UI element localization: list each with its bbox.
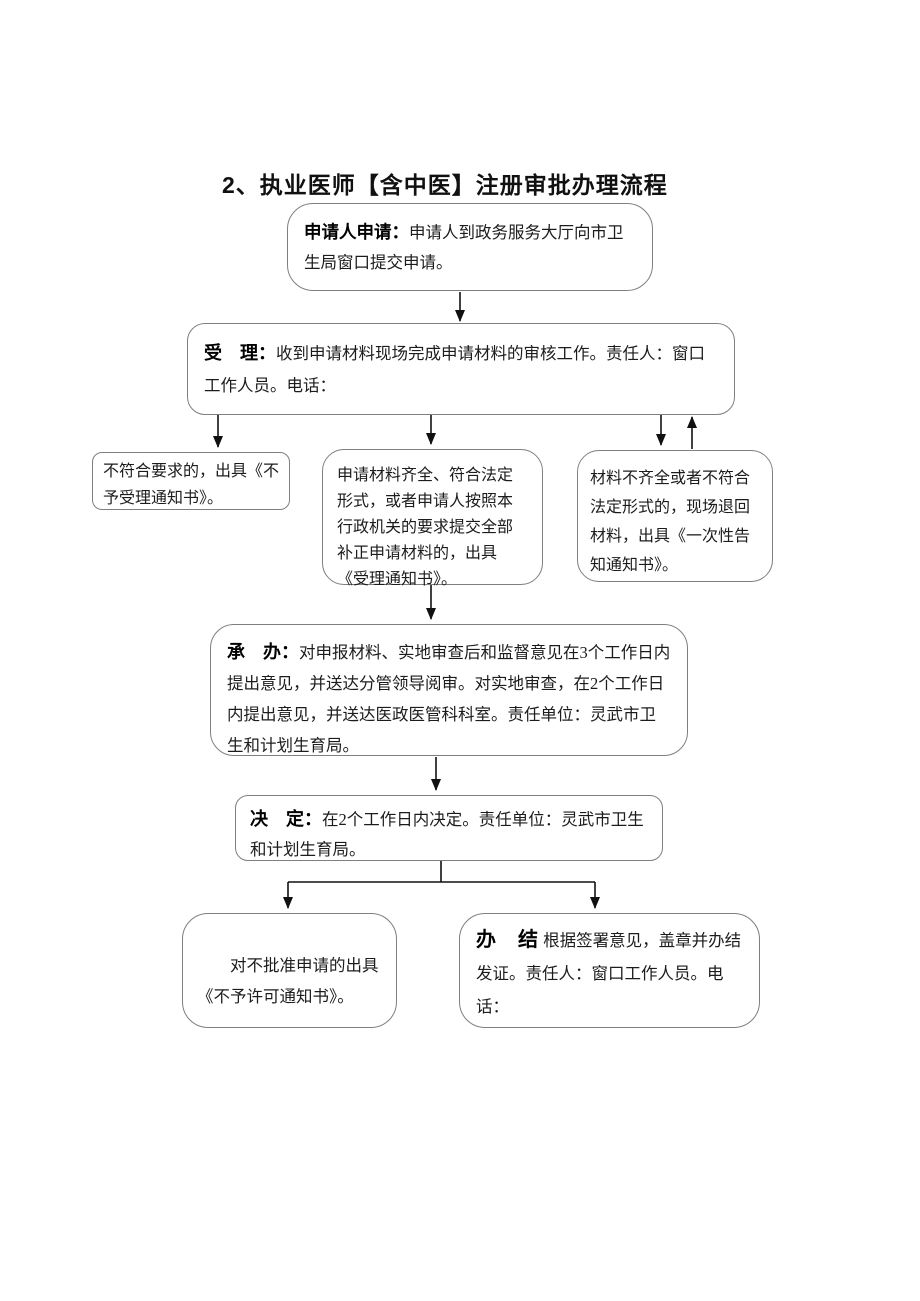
node-text: 申请材料齐全、符合法定形式，或者申请人按照本行政机关的要求提交全部补正申请材料的… [337,467,514,588]
flow-node-applicant-application: 申请人申请：申请人到政务服务大厅向市卫生局窗口提交申请。 [287,203,653,291]
node-text: 对申报材料、实地审查后和监督意见在3个工作日内提出意见，并送达分管领导阅审。对实… [227,643,671,755]
node-label: 申请人申请： [304,222,409,242]
node-text: 不符合要求的，出具《不予受理通知书》。 [103,463,280,507]
node-text: 收到申请材料现场完成申请材料的审核工作。责任人：窗口工作人员。电话： [204,344,705,395]
page-title: 2、执业医师【含中医】注册审批办理流程 [222,172,668,198]
connector-decide-split [288,861,595,883]
node-label: 办 结 [476,929,539,951]
flow-node-acceptance: 受 理：收到申请材料现场完成申请材料的审核工作。责任人：窗口工作人员。电话： [187,323,735,415]
node-label: 承 办： [227,642,299,662]
flow-node-decision: 决 定：在2个工作日内决定。责任单位：灵武市卫生和计划生育局。 [235,795,663,861]
node-text: 对不批准申请的出具《不予许可通知书》。 [197,956,379,1006]
node-text: 申请人到政务服务大厅向市卫生局窗口提交申请。 [304,223,624,272]
node-text: 在2个工作日内决定。责任单位：灵武市卫生和计划生育局。 [250,810,644,859]
node-text: 材料不齐全或者不符合法定形式的，现场退回材料，出具《一次性告知通知书》。 [590,470,751,574]
flow-node-materials-complete: 申请材料齐全、符合法定形式，或者申请人按照本行政机关的要求提交全部补正申请材料的… [322,449,543,588]
node-text: 根据签署意见，盖章并办结发证。责任人：窗口工作人员。电话： [476,931,742,1016]
flow-node-rejection-notice: 不符合要求的，出具《不予受理通知书》。 [92,452,290,510]
node-label: 决 定： [250,809,322,829]
node-label: 受 理： [204,343,276,363]
flow-node-denial-notice: 对不批准申请的出具《不予许可通知书》。 [182,913,397,1028]
flow-node-conclusion: 办 结 根据签署意见，盖章并办结发证。责任人：窗口工作人员。电话： [459,913,760,1028]
flow-node-materials-incomplete: 材料不齐全或者不符合法定形式的，现场退回材料，出具《一次性告知通知书》。 [577,450,773,582]
flow-node-undertaking: 承 办：对申报材料、实地审查后和监督意见在3个工作日内提出意见，并送达分管领导阅… [210,624,688,756]
